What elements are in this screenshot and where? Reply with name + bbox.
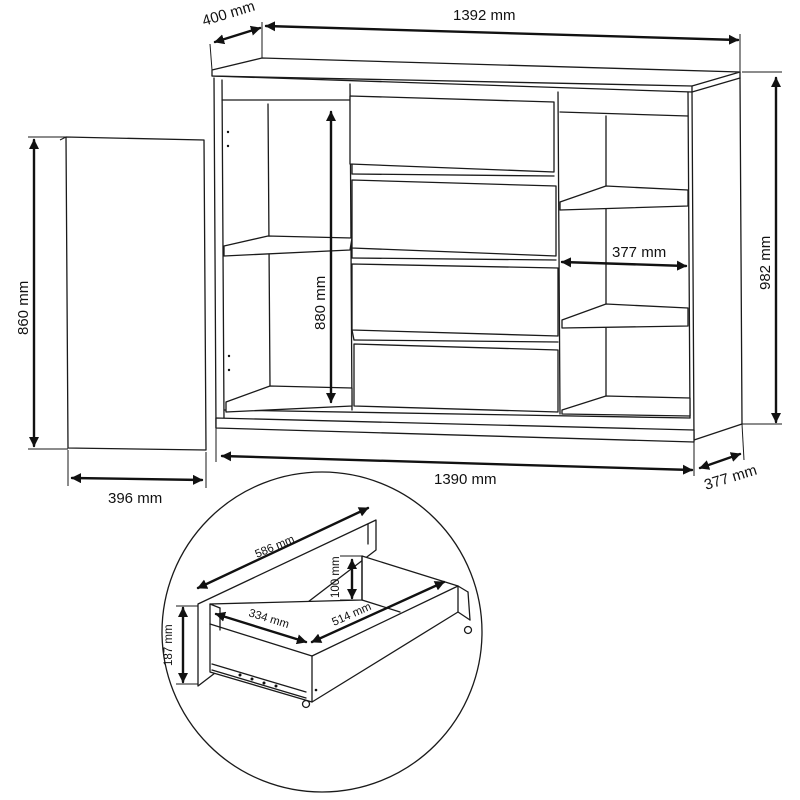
door-panel — [59, 136, 207, 451]
drawer-4 — [353, 343, 559, 413]
sideboard-cabinet — [211, 57, 743, 443]
drawer-1 — [349, 95, 555, 173]
drawer-front-height-label: 187 mm — [163, 624, 175, 666]
drawer-3 — [351, 263, 559, 337]
width-bottom-label: 1390 mm — [434, 471, 497, 488]
door-height-label: 860 mm — [15, 281, 32, 335]
drawer-stack — [349, 95, 559, 413]
depth-top-label: 400 mm — [200, 0, 257, 30]
inner-height-label: 880 mm — [312, 276, 329, 330]
drawer-2 — [351, 179, 557, 257]
drawer-detail-view — [161, 471, 483, 793]
depth-bottom-label: 377 mm — [702, 462, 759, 494]
width-top-label: 1392 mm — [453, 7, 516, 24]
door-width-label: 396 mm — [108, 490, 162, 507]
shelf-width-label: 377 mm — [612, 244, 666, 261]
dimension-lines — [28, 21, 782, 488]
drawer-inner-height-label: 100 mm — [330, 556, 342, 598]
height-right-label: 982 mm — [757, 236, 774, 290]
